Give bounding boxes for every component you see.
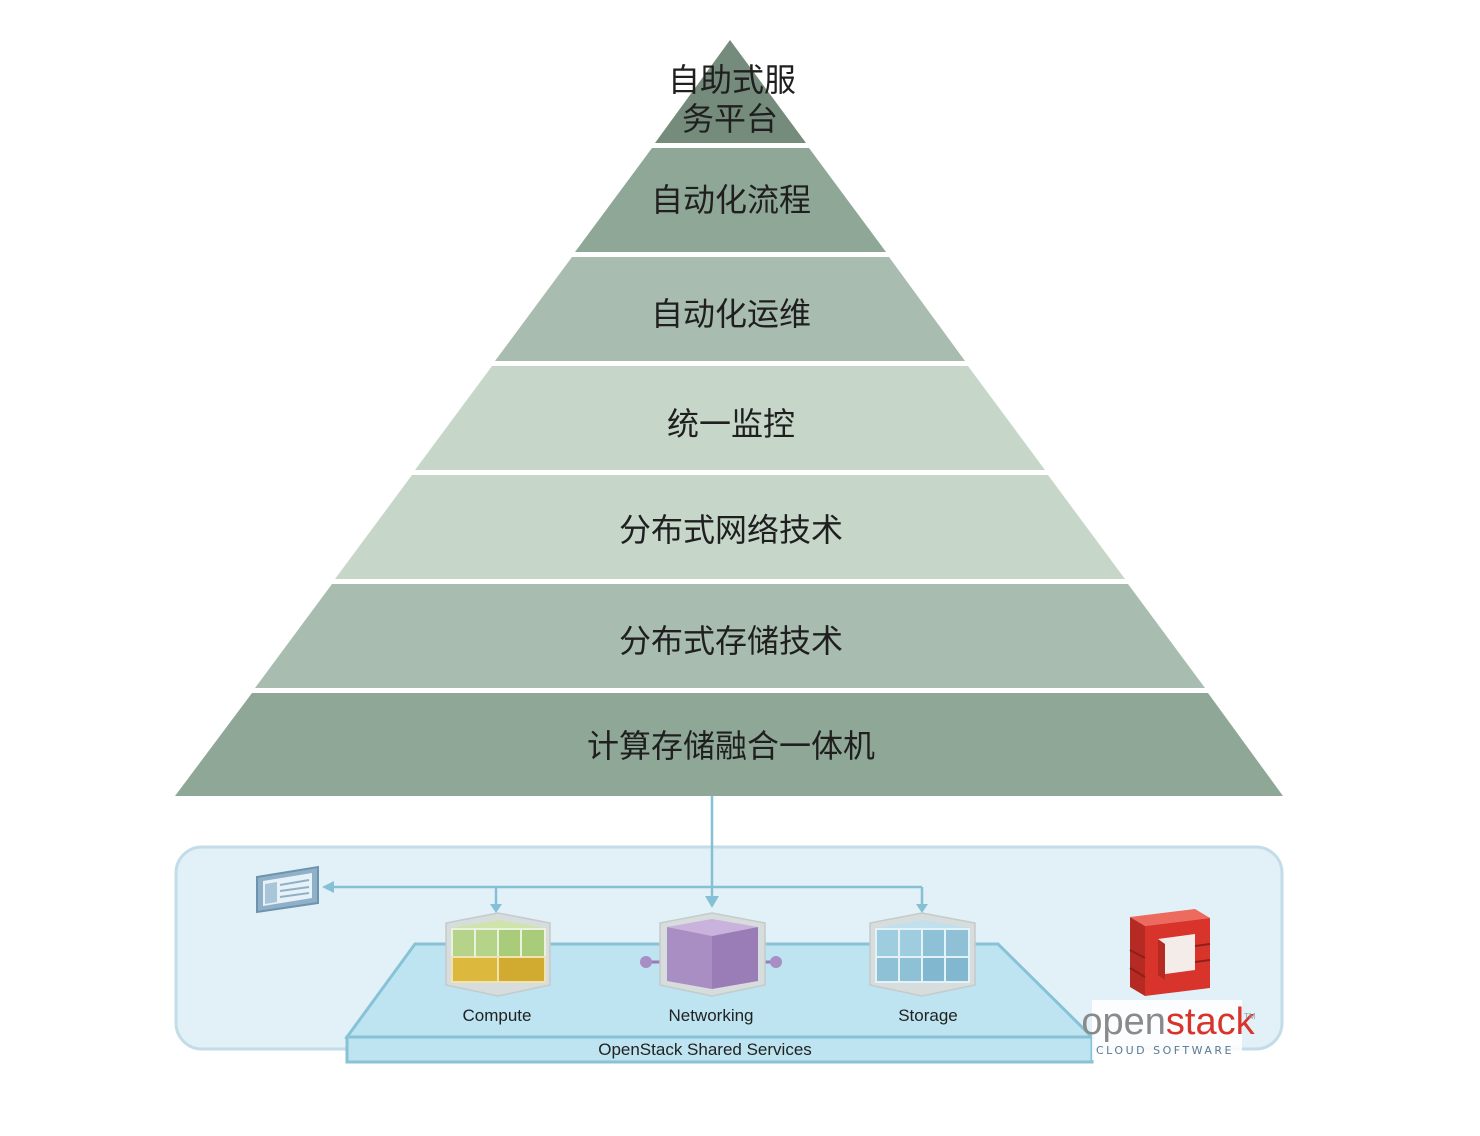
- layer-1-label-line2: 务平台: [682, 100, 778, 138]
- layer-3-label: 自动化运维: [651, 295, 811, 333]
- openstack-subtitle: CLOUD SOFTWARE: [1096, 1044, 1234, 1057]
- compute-label: Compute: [463, 1006, 532, 1025]
- layer-6-label: 分布式存储技术: [619, 622, 843, 660]
- layer-5-label: 分布式网络技术: [619, 511, 843, 549]
- openstack-wordmark: openstack: [1081, 1001, 1255, 1043]
- layer-4-label: 统一监控: [667, 405, 795, 443]
- openstack-panel: OpenStack Shared Services Compute Networ…: [176, 796, 1282, 1062]
- layer-7-label: 计算存储融合一体机: [587, 727, 875, 765]
- openstack-logo-icon: [1130, 909, 1210, 996]
- pyramid: 自助式服 务平台 自动化流程 自动化运维 统一监控 分布式网络技术 分布式存储技…: [175, 40, 1283, 796]
- trademark-mark: TM: [1244, 1012, 1256, 1021]
- layer-2-label: 自动化流程: [651, 181, 811, 219]
- platform-label: OpenStack Shared Services: [598, 1040, 812, 1059]
- layer-1-label-line1: 自助式服: [668, 61, 796, 99]
- storage-label: Storage: [898, 1006, 958, 1025]
- networking-label: Networking: [668, 1006, 753, 1025]
